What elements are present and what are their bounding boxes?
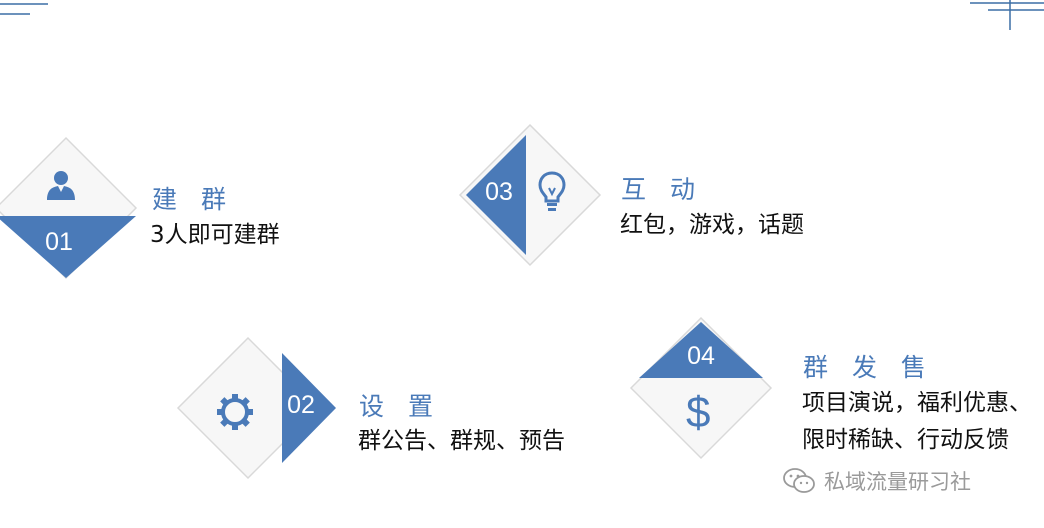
step-01-diamond [0, 136, 138, 280]
step-01-title: 建 群 [152, 185, 234, 214]
gear-icon [217, 394, 253, 430]
step-03-diamond [458, 123, 602, 267]
top-right-decoration [970, 0, 1044, 30]
step-04-title: 群 发 售 [803, 353, 934, 382]
step-04-description-line-1: 项目演说，福利优惠、 [802, 390, 1032, 416]
step-02-number: 02 [287, 391, 315, 419]
watermark-text: 私域流量研习社 [824, 470, 971, 494]
step-02-description: 群公告、群规、预告 [358, 428, 565, 454]
watermark: 私域流量研习社 [782, 466, 971, 496]
step-03-number: 03 [485, 178, 513, 206]
person-icon [47, 171, 75, 200]
dollar-icon: $ [686, 388, 711, 437]
step-04-diamond [629, 316, 773, 460]
top-left-decoration [0, 3, 48, 15]
lightbulb-icon [538, 171, 566, 211]
step-03-title: 互 动 [621, 175, 703, 204]
step-04-number: 04 [687, 342, 715, 370]
step-03-description: 红包，游戏，话题 [620, 212, 804, 238]
wechat-icon [783, 468, 815, 493]
step-02-title: 设 置 [359, 392, 441, 421]
step-04-description-line-2: 限时稀缺、行动反馈 [802, 427, 1009, 453]
step-01-number: 01 [45, 228, 73, 256]
step-01-description: 3人即可建群 [150, 222, 280, 248]
